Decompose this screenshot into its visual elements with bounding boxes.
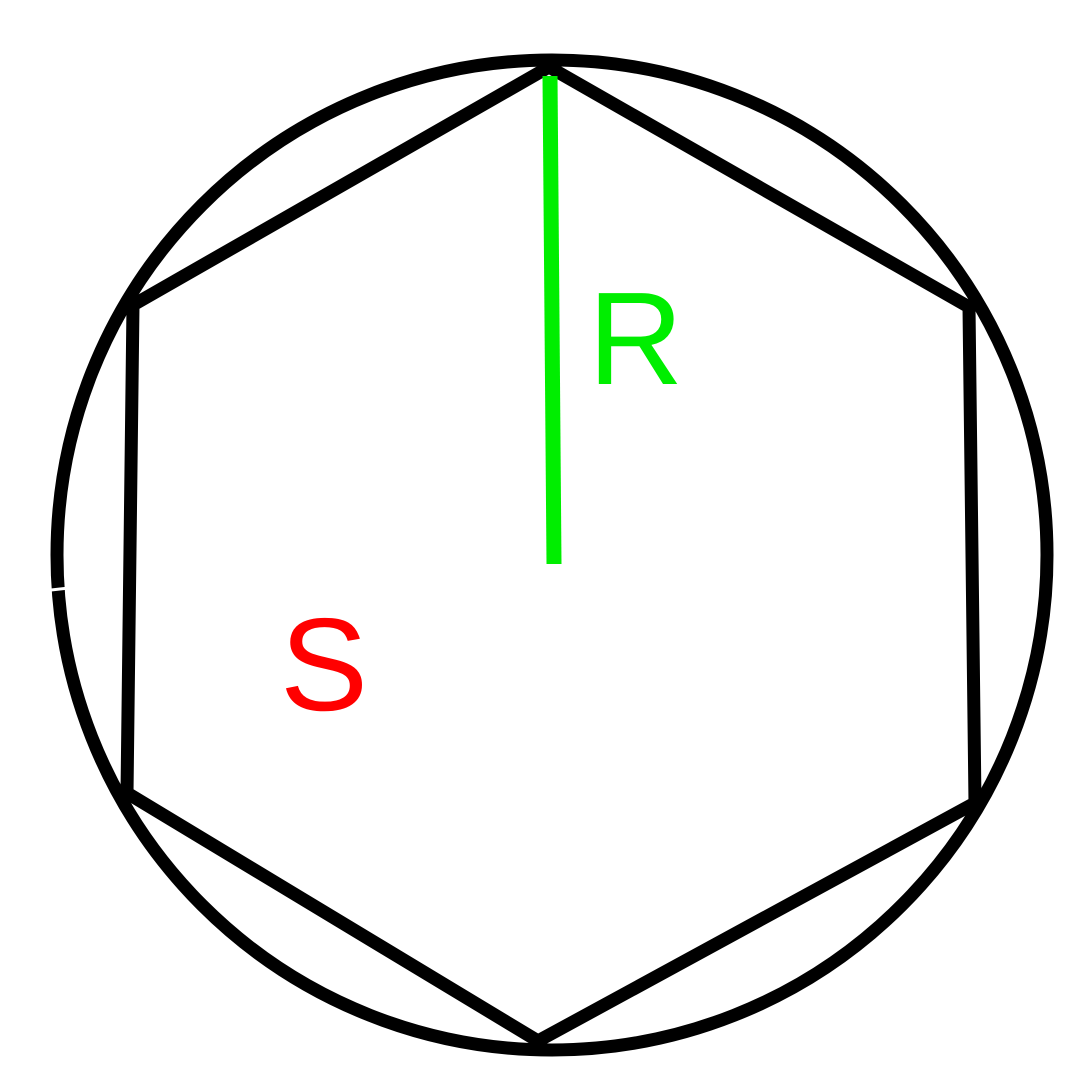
side-label: S [280, 591, 368, 738]
circle-gap [50, 586, 70, 592]
circumscribed-circle [50, 53, 1054, 1057]
inscribed-hexagon [120, 59, 982, 1049]
radius-line [542, 75, 562, 565]
radius-label: R [588, 265, 683, 412]
